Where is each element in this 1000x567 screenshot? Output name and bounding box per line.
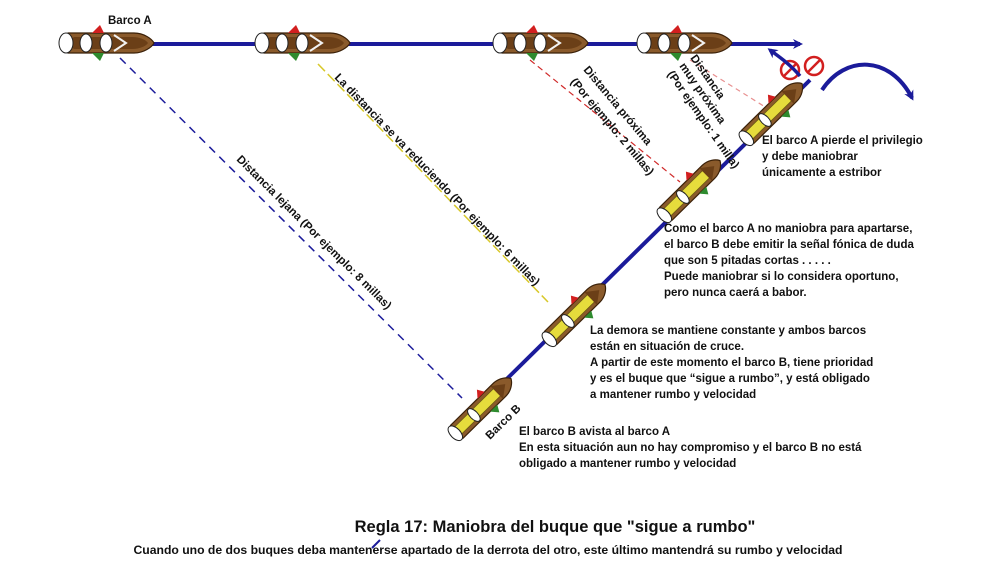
bearing-line-very-near [689,59,771,111]
svg-text:el barco B debe emitir la seña: el barco B debe emitir la señal fónica d… [664,239,914,251]
svg-text:están en situación de cruce.: están en situación de cruce. [590,341,744,353]
distance-far-label: Distancia lejana (Por ejemplo: 8 millas) [234,154,394,313]
bearing-line-far [119,57,463,399]
svg-text:A partir de este momento el ba: A partir de este momento el barco B, tie… [590,357,873,369]
note-4: El barco A pierde el privilegio y debe m… [762,135,923,179]
svg-text:y debe maniobrar: y debe maniobrar [762,151,858,163]
ship-a-icon-1 [58,24,155,62]
prohibited-icon-1 [779,59,801,81]
note-2: La demora se mantiene constante y ambos … [590,325,873,401]
svg-text:pero nunca caerá a babor.: pero nunca caerá a babor. [664,287,807,299]
ship-a-icon-2 [254,24,351,62]
bearing-line-reducing [317,63,549,303]
ship-a-icon-3 [492,24,589,62]
svg-text:En esta situación aun no hay c: En esta situación aun no hay compromiso … [519,442,862,454]
track-stub [371,539,381,549]
distance-reducing-label: La distancia se va reduciendo (Por ejemp… [332,72,542,289]
turn-arrow-starboard [820,62,914,101]
svg-text:Puede maniobrar si lo consider: Puede maniobrar si lo considera oportuno… [664,271,899,283]
ship-b-icon-3 [648,148,732,231]
rule-subtitle: Cuando uno de dos buques deba mantenerse… [133,543,842,557]
note-3: Como el barco A no maniobra para apartar… [664,223,914,299]
svg-text:que son 5 pitadas cortas . . .: que son 5 pitadas cortas . . . . . [664,255,831,267]
svg-text:obligado a mantener rumbo y ve: obligado a mantener rumbo y velocidad [519,458,736,470]
svg-text:El barco A pierde el privilegi: El barco A pierde el privilegio [762,135,923,147]
ship-a-icon-4 [636,24,733,62]
svg-text:a mantener rumbo y velocidad: a mantener rumbo y velocidad [590,389,756,401]
svg-text:y es el buque que “sigue a rum: y es el buque que “sigue a rumbo”, y est… [590,373,870,385]
arrow-up-left-icon [767,48,802,78]
ship-a-label: Barco A [108,15,152,27]
prohibited-icon-2 [803,55,825,77]
rule-title: Regla 17: Maniobra del buque que "sigue … [355,518,756,536]
svg-text:Como el barco A no maniobra pa: Como el barco A no maniobra para apartar… [664,223,912,235]
bearing-line-near [529,59,681,183]
note-1: El barco B avista al barco A En esta sit… [519,426,862,470]
svg-text:El barco B avista al barco A: El barco B avista al barco A [519,426,670,438]
svg-text:La demora se mantiene constant: La demora se mantiene constante y ambos … [590,325,866,337]
svg-text:únicamente a estribor: únicamente a estribor [762,167,882,179]
